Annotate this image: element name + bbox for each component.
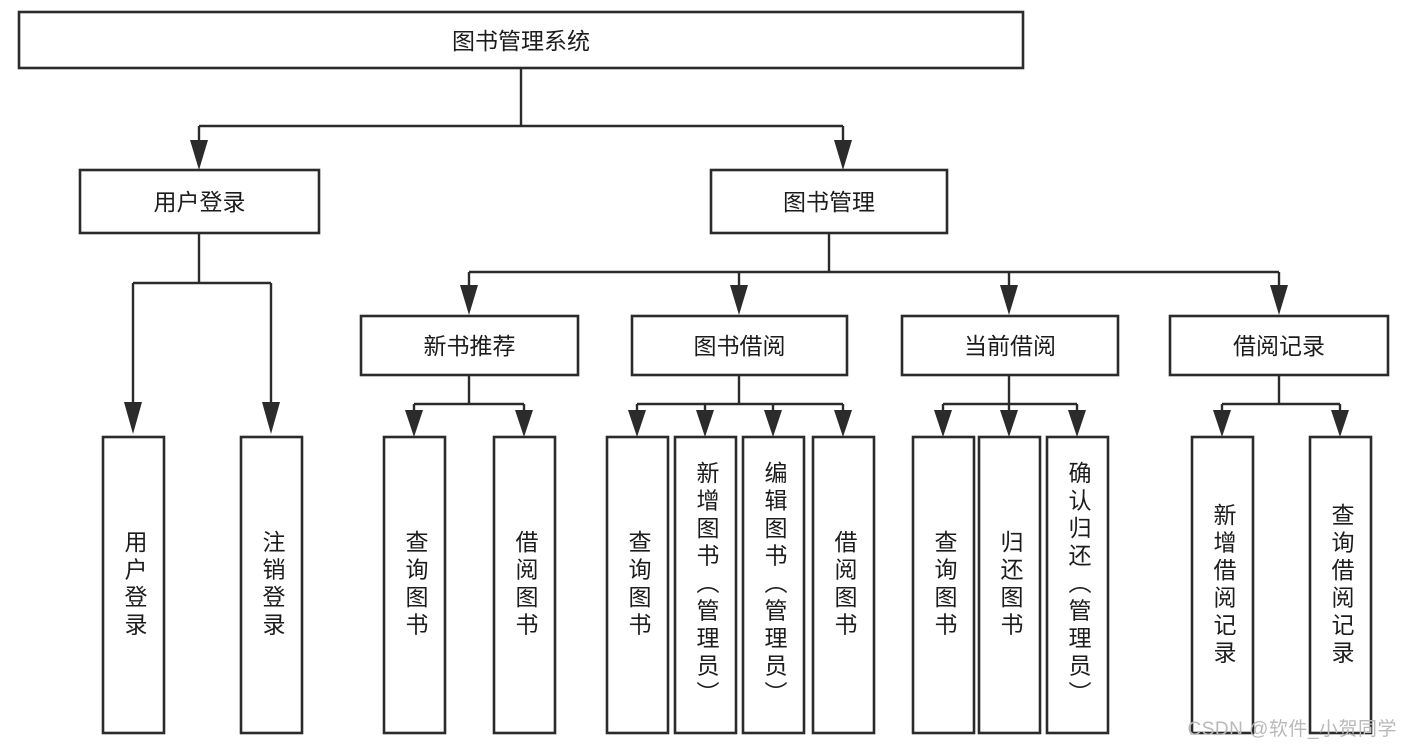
leaf-box-user-login[interactable] [101, 435, 166, 735]
node-user-login-label: 用户登录 [154, 189, 246, 215]
leaf-boxes [101, 435, 1373, 735]
node-new-book-recommend[interactable]: 新书推荐 [359, 314, 580, 377]
connectors-new-book-recommend-to-leaves [405, 375, 533, 437]
node-borrow-record[interactable]: 借阅记录 [1168, 314, 1390, 377]
connectors-book-manage-to-level3 [460, 233, 1288, 315]
connectors-book-borrow-to-leaves [628, 375, 852, 437]
connectors-user-login-to-leaves [124, 233, 280, 434]
leaf-box-add-record[interactable] [1190, 435, 1255, 735]
node-new-book-recommend-label: 新书推荐 [424, 333, 516, 359]
node-current-borrow-label: 当前借阅 [964, 333, 1056, 359]
node-book-borrow-label: 图书借阅 [694, 333, 786, 359]
node-book-manage[interactable]: 图书管理 [709, 168, 949, 235]
node-borrow-record-label: 借阅记录 [1233, 333, 1325, 359]
leaf-box-add-book[interactable] [673, 435, 738, 735]
node-root[interactable]: 图书管理系统 [17, 10, 1025, 70]
connectors-borrow-record-to-leaves [1213, 375, 1349, 437]
leaf-box-query-record[interactable] [1308, 435, 1373, 735]
node-book-manage-label: 图书管理 [783, 189, 875, 215]
leaf-box-user-logout[interactable] [239, 435, 304, 735]
leaf-box-return-book[interactable] [977, 435, 1042, 735]
leaf-box-query-book-2[interactable] [605, 435, 670, 735]
leaf-box-borrow-book-2[interactable] [811, 435, 876, 735]
node-book-borrow[interactable]: 图书借阅 [630, 314, 849, 377]
watermark-text: CSDN @软件_小贺同学 [1187, 719, 1397, 740]
leaf-box-edit-book[interactable] [741, 435, 806, 735]
leaf-box-query-book-1[interactable] [382, 435, 447, 735]
leaf-box-confirm-return[interactable] [1045, 435, 1110, 735]
leaf-box-borrow-book-1[interactable] [492, 435, 557, 735]
connectors-root-to-level2 [190, 68, 852, 170]
node-root-label: 图书管理系统 [452, 28, 590, 54]
connectors-current-borrow-to-leaves [934, 375, 1086, 437]
leaf-box-query-book-3[interactable] [911, 435, 976, 735]
node-user-login[interactable]: 用户登录 [78, 168, 321, 235]
node-current-borrow[interactable]: 当前借阅 [900, 314, 1120, 377]
